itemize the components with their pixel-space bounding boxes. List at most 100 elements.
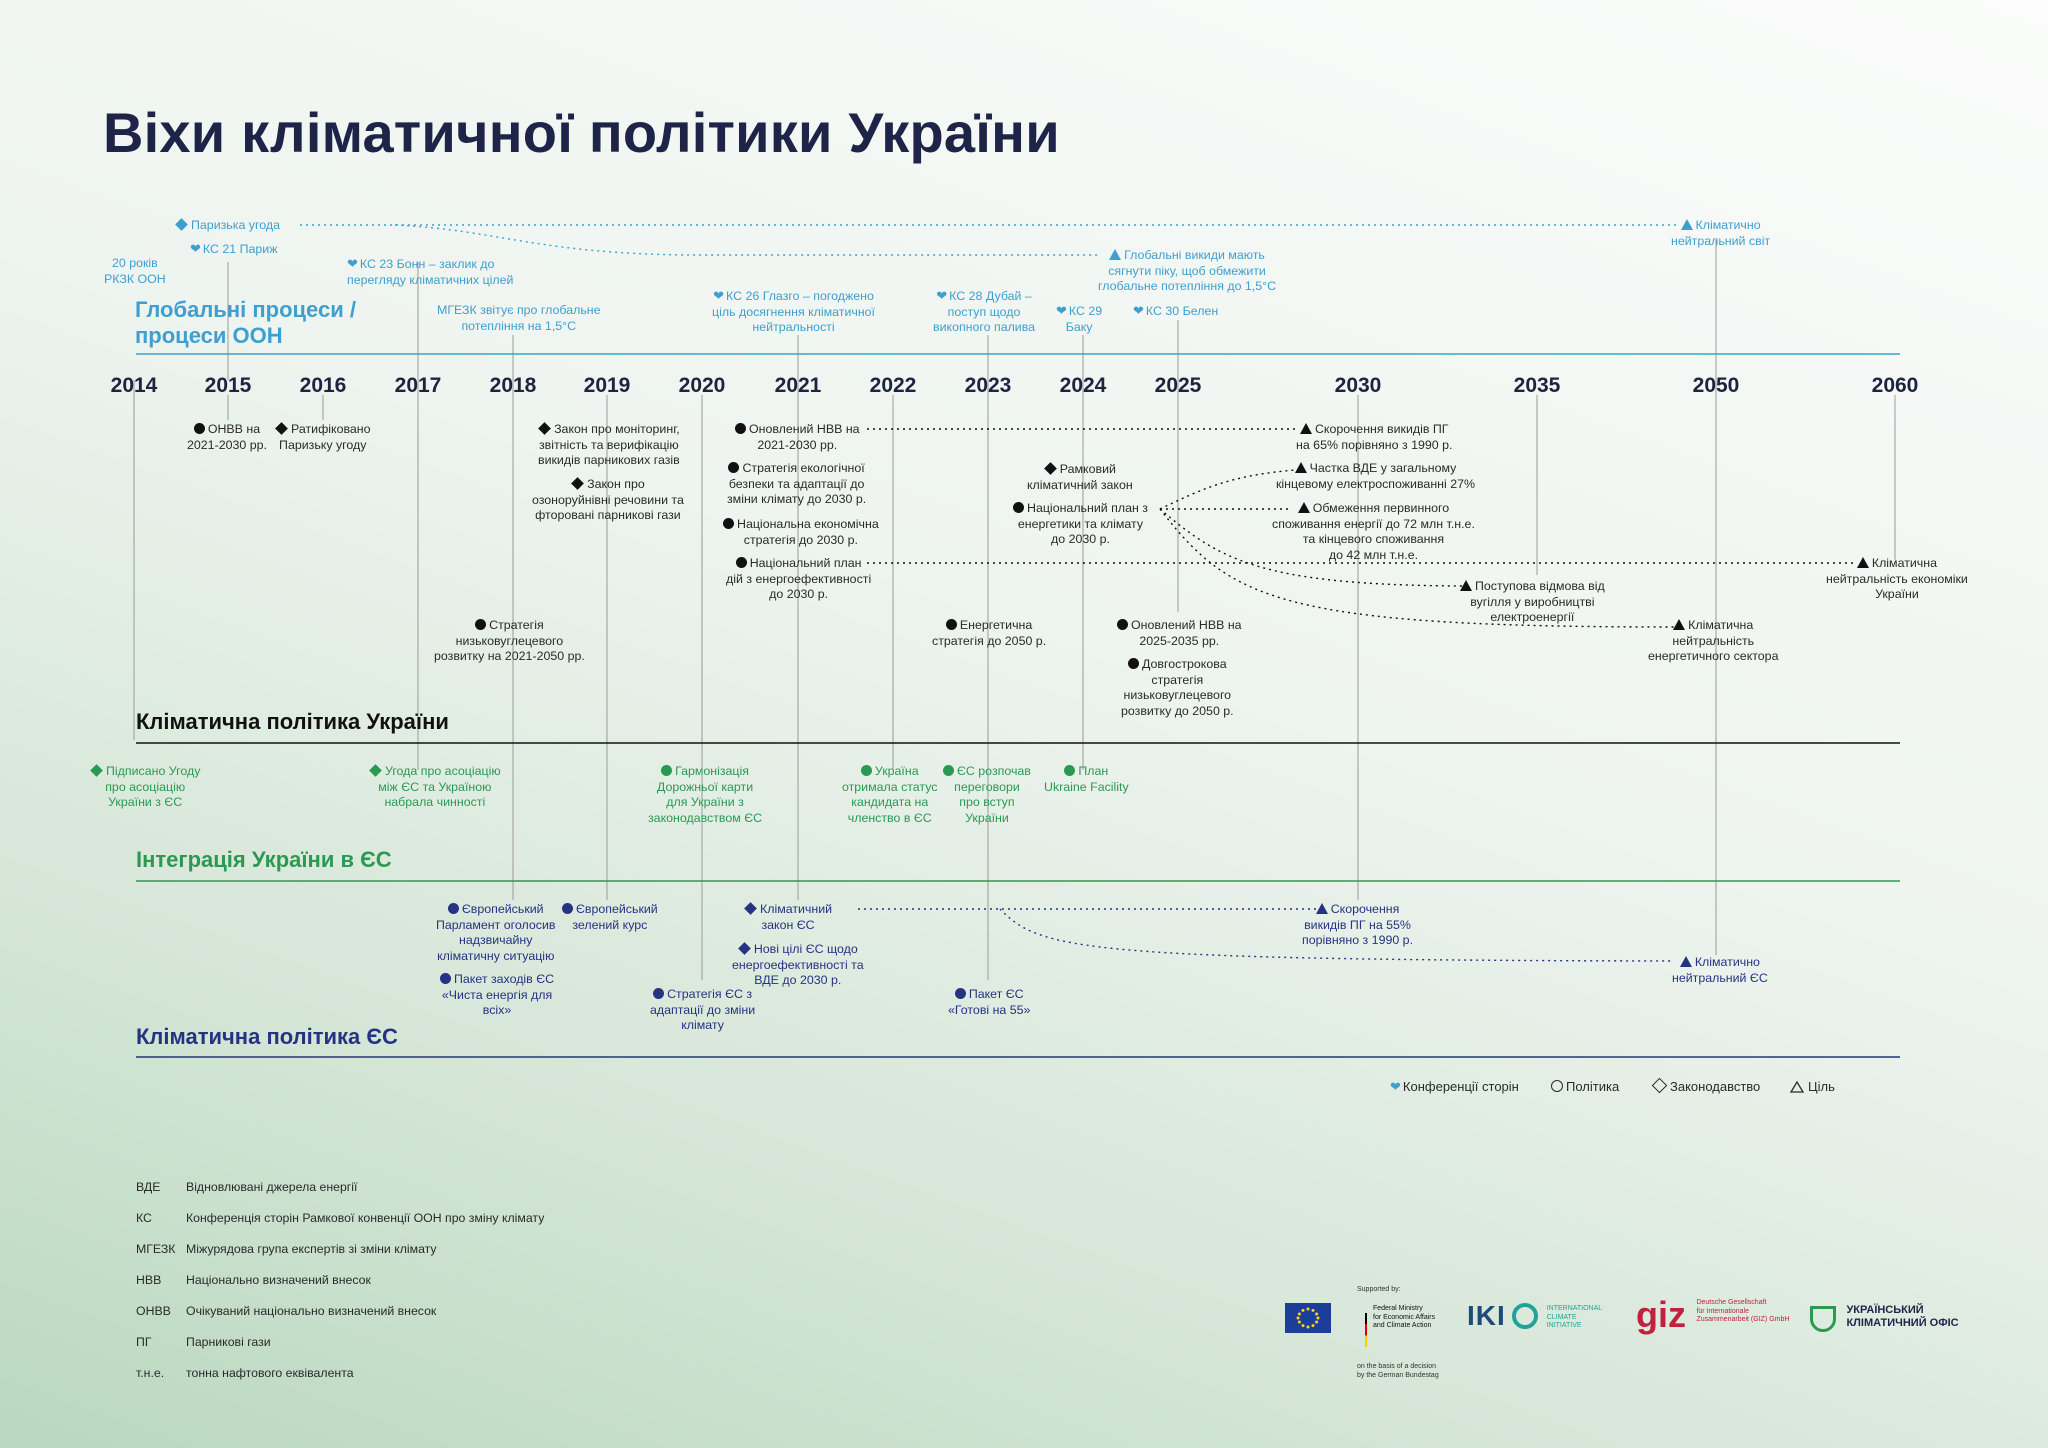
target-energy-consumption: Обмеження первинного споживання енергії … (1272, 501, 1475, 562)
section-ukraine: Кліматична політика України (136, 709, 449, 734)
connector-necp-coal (1159, 508, 1463, 587)
event-eu-ee-res-targets: Нові цілі ЄС щодо енергоефективності та … (732, 942, 864, 987)
year-label-2050: 2050 (1692, 374, 1740, 397)
abbreviation-key: МГЕЗК (136, 1242, 176, 1256)
year-label-2019: 2019 (583, 374, 631, 397)
year-label-2021: 2021 (774, 374, 822, 397)
event-unfccc-20: 20 років РКЗК ООН (104, 256, 166, 286)
year-label-2014: 2014 (110, 374, 158, 397)
target-ghg-65: Скорочення викидів ПГ на 65% порівняно з… (1296, 422, 1453, 452)
connector-paris-peak (394, 224, 1098, 256)
event-clean-energy-package: Пакет заходів ЄС «Чиста енергія для всіх… (440, 972, 555, 1017)
event-association-in-force: Угода про асоціацію між ЄС та Україною н… (369, 764, 501, 811)
giz-text: giz (1636, 1294, 1686, 1335)
year-label-2018: 2018 (489, 374, 537, 397)
giz-logo: giz Deutsche Gesellschaft für Internatio… (1636, 1294, 1789, 1336)
year-label-2030: 2030 (1334, 374, 1382, 397)
target-economy-neutral: Кліматична нейтральність економіки Украї… (1826, 556, 1968, 601)
event-eu-adaptation: Стратегія ЄС з адаптації до зміни клімат… (650, 987, 756, 1032)
abbreviation-key: ПГ (136, 1335, 152, 1349)
target-coal-phaseout: Поступова відмова від вугілля у виробниц… (1460, 579, 1605, 626)
event-necp-2030: Національний план з енергетики та клімат… (1013, 501, 1148, 548)
abbreviation-value: тонна нафтового еквівалента (186, 1366, 354, 1380)
event-ukraine-facility: План Ukraine Facility (1044, 764, 1129, 794)
target-energy-neutral: Кліматична нейтральність енергетичного с… (1648, 618, 1779, 663)
event-cop23: ❤КС 23 Бонн – заклик до перегляду клімат… (347, 256, 514, 287)
abbreviation-value: Конференція сторін Рамкової конвенції ОО… (186, 1211, 545, 1225)
section-global: Глобальні процеси / процеси ООН (135, 297, 356, 348)
event-association-signed: Підписано Угоду про асоціацію України з … (90, 764, 200, 811)
abbreviation-key: ОНВВ (136, 1304, 171, 1318)
event-candidate-status: Україна отримала статус кандидата на чле… (842, 764, 938, 825)
abbreviation-key: НВВ (136, 1273, 162, 1287)
target-eu-neutral: Кліматично нейтральний ЄС (1672, 955, 1768, 985)
year-label-2025: 2025 (1154, 374, 1202, 397)
year-label-2060: 2060 (1871, 374, 1919, 397)
year-label-2015: 2015 (204, 374, 252, 397)
ukrainian-climate-office-logo: УКРАЇНСЬКИЙ КЛІМАТИЧНИЙ ОФІС (1810, 1304, 1959, 1332)
event-ipcc-report: МГЕЗК звітує про глобальне потепління на… (437, 303, 601, 333)
event-roadmap-harmonization: Гармонізація Дорожньої карти для України… (648, 764, 763, 825)
iki-ring-icon (1512, 1303, 1539, 1329)
event-global-peak: Глобальні викиди мають сягнути піку, щоб… (1098, 248, 1277, 293)
event-lt-strategy-2050: Довгострокова стратегія низьковуглецевог… (1121, 657, 1234, 718)
eu-flag-logo (1285, 1303, 1331, 1333)
connector-necp-res (1159, 469, 1297, 510)
abbreviation-row: ОНВВ Очікуваний національно визначений вн… (136, 1304, 436, 1318)
legend-target: Ціль (1808, 1079, 1835, 1094)
cop-icon: ❤ (1390, 1079, 1401, 1094)
section-integration: Інтеграція України в ЄС (136, 847, 392, 872)
legend-policy: Політика (1551, 1079, 1619, 1094)
event-env-security-strategy: Стратегія екологічної безпеки та адаптац… (727, 461, 867, 506)
target-res-27: Частка ВДЕ у загальному кінцевому електр… (1276, 461, 1475, 491)
page-title: Віхи кліматичної політики України (103, 101, 1060, 164)
abbreviation-row: т.н.е.тонна нафтового еквівалента (136, 1366, 354, 1380)
event-paris-ratified: Ратифіковано Паризьку угоду (275, 422, 371, 453)
event-fit-for-55: Пакет ЄС «Готові на 55» (948, 987, 1031, 1017)
event-accession-talks: ЄС розпочав переговори про вступ України (943, 764, 1031, 826)
connector-necp-neutral (1159, 508, 1675, 628)
event-mrv-law: Закон про моніторинг, звітність та вериф… (538, 422, 680, 467)
year-label-2020: 2020 (678, 374, 726, 397)
bmwk-text: Federal Ministry for Economic Affairs an… (1373, 1305, 1436, 1329)
event-framework-climate-law: Рамковий кліматичний закон (1027, 462, 1133, 492)
abbreviation-row: ВДЕ Відновлювані джерела енергії (136, 1180, 357, 1194)
triangle-icon: Ціль (1808, 1079, 1835, 1094)
abbreviation-value: Відновлювані джерела енергії (186, 1180, 358, 1194)
event-neutral-world: Кліматично нейтральний світ (1671, 218, 1771, 248)
event-economic-strategy: Національна економічна стратегія до 2030… (723, 517, 879, 548)
event-ep-climate-emergency: Європейський Парламент оголосив надзвича… (436, 902, 556, 963)
event-cop30: ❤КС 30 Белен (1133, 303, 1219, 318)
event-indc: ОНВВ на 2021-2030 рр. (187, 422, 267, 452)
abbreviation-value: Очікуваний національно визначений внесок (186, 1304, 437, 1318)
abbreviation-value: Міжурядова група експертів зі зміни клім… (186, 1242, 437, 1256)
connector-eu-neutral (999, 908, 1675, 962)
abbreviation-key: ВДЕ (136, 1180, 161, 1194)
abbreviation-value: Парникові гази (186, 1335, 271, 1349)
year-label-2023: 2023 (964, 374, 1012, 397)
legend-legislation: Законодавство (1651, 1077, 1760, 1094)
legend-cop: ❤Конференції сторін (1390, 1079, 1519, 1094)
diamond-icon (1651, 1077, 1668, 1094)
uco-text: УКРАЇНСЬКИЙ КЛІМАТИЧНИЙ ОФІС (1846, 1304, 1959, 1329)
bundestag-note: on the basis of a decision by the German… (1357, 1363, 1439, 1379)
giz-subtitle: Deutsche Gesellschaft für Internationale… (1696, 1299, 1790, 1323)
iki-text: IKI (1467, 1300, 1506, 1331)
iki-subtitle: INTERNATIONAL CLIMATE INITIATIVE (1546, 1305, 1603, 1329)
event-ozone-law: Закон про озоноруйнівні речовини та фтор… (532, 477, 684, 522)
uco-icon (1810, 1306, 1836, 1332)
section-global-line1: Глобальні процеси / процеси ООН (135, 297, 356, 349)
event-cop28: ❤КС 28 Дубай – поступ щодо викопного пал… (933, 288, 1036, 334)
legend-triangle-shape (1789, 1080, 1805, 1093)
event-eu-climate-law: Кліматичний закон ЄС (744, 902, 832, 933)
year-label-2017: 2017 (394, 374, 442, 397)
event-updated-ndc-2030: Оновлений НВВ на 2021-2030 рр. (735, 422, 860, 453)
year-label-2022: 2022 (869, 374, 917, 397)
event-energy-efficiency-plan: Національний план дій з енергоефективнос… (726, 556, 872, 601)
iki-logo: IKI INTERNATIONAL CLIMATE INITIATIVE (1467, 1300, 1602, 1332)
year-label-2035: 2035 (1513, 374, 1561, 397)
abbreviation-row: МГЕЗК Міжурядова група експертів зі зміни… (136, 1242, 437, 1256)
